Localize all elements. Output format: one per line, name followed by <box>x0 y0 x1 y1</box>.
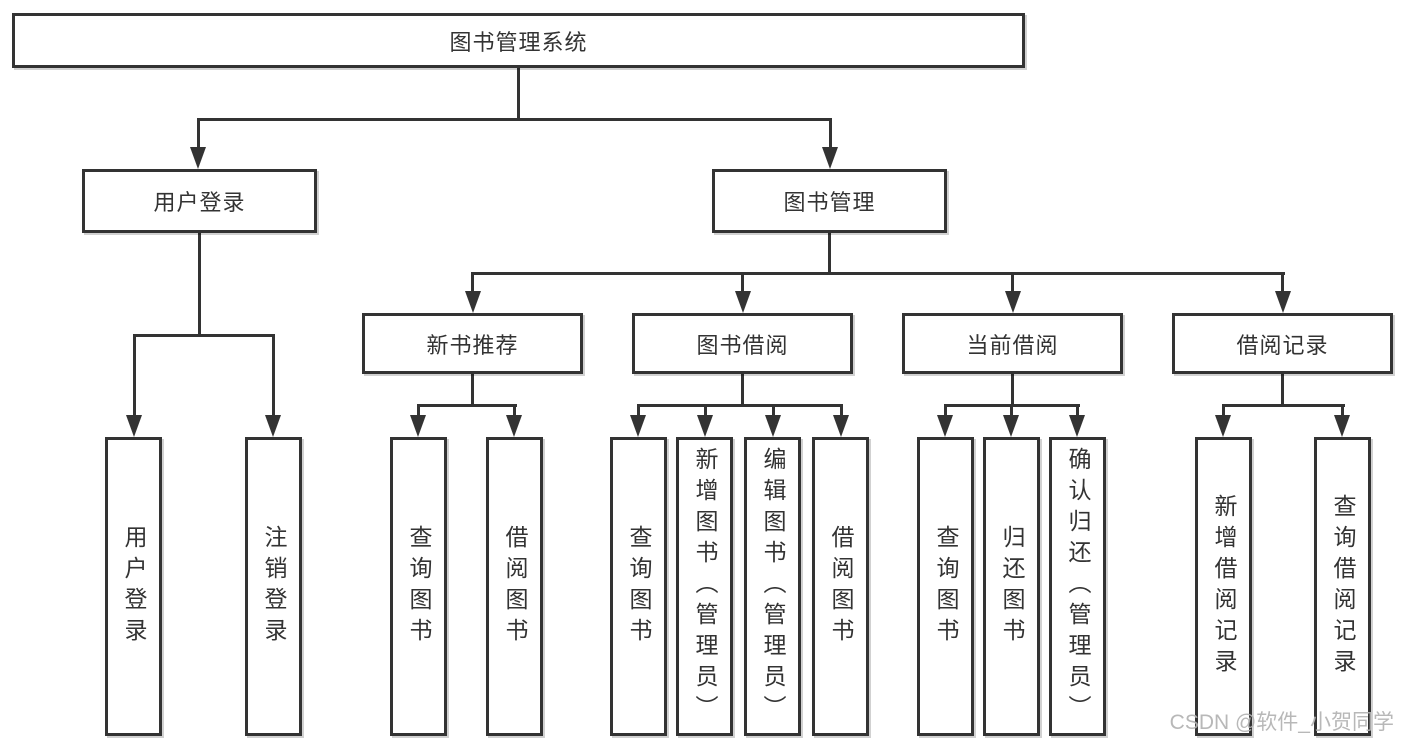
node-label: 编辑图书（管理员） <box>760 447 786 726</box>
node-label: 借阅图书 <box>502 524 528 649</box>
connector-book-borrowing-bus <box>637 404 843 407</box>
connector-drop-user-login <box>197 118 200 149</box>
connector-drop-borrow-books-recommend <box>513 404 516 417</box>
arrowhead-logout-action <box>265 415 281 437</box>
node-label: 查询图书 <box>406 524 432 649</box>
arrowhead-user-login-action <box>126 415 142 437</box>
node-book-borrowing: 图书借阅 <box>632 313 853 374</box>
connector-drop-add-borrow-record <box>1222 404 1225 417</box>
arrowhead-query-books-borrowing <box>630 415 646 437</box>
node-label: 注销登录 <box>261 524 287 649</box>
connector-book-management-bus <box>471 272 1285 275</box>
node-user-login: 用户登录 <box>82 169 317 233</box>
connector-drop-return-books <box>1010 404 1013 417</box>
arrowhead-edit-books-admin <box>765 415 781 437</box>
connector-drop-add-books-admin <box>704 404 707 417</box>
node-label: 图书管理系统 <box>449 29 588 55</box>
connector-drop-query-books-current <box>944 404 947 417</box>
arrowhead-user-login <box>190 147 206 169</box>
node-label: 用户登录 <box>153 190 246 215</box>
arrowhead-current-borrowing <box>1005 291 1021 313</box>
arrowhead-book-borrowing <box>735 291 751 313</box>
connector-drop-edit-books-admin <box>772 404 775 417</box>
arrowhead-query-books-current <box>937 415 953 437</box>
arrowhead-borrow-books-recommend <box>506 415 522 437</box>
node-label: 确认归还（管理员） <box>1065 447 1091 726</box>
connector-new-book-recommend-bus <box>417 404 517 407</box>
csdn-watermark: CSDN @软件_小贺同学 <box>1169 711 1394 734</box>
node-new-book-recommend: 新书推荐 <box>362 313 583 374</box>
node-return-books: 归还图书 <box>983 437 1040 736</box>
connector-borrowing-records-bus <box>1222 404 1345 407</box>
connector-borrowing-records-stem <box>1281 374 1284 406</box>
connector-drop-borrow-books-borrowing <box>840 404 843 417</box>
node-borrow-books-recommend: 借阅图书 <box>486 437 543 736</box>
node-query-books-current: 查询图书 <box>917 437 974 736</box>
connector-drop-query-books-recommend <box>417 404 420 417</box>
connector-root-bus <box>197 118 832 121</box>
node-label: 查询图书 <box>933 524 959 649</box>
node-label: 查询借阅记录 <box>1330 493 1356 680</box>
connector-drop-current-borrowing <box>1011 272 1014 293</box>
arrowhead-add-books-admin <box>697 415 713 437</box>
connector-drop-book-management <box>829 118 832 149</box>
node-label: 新书推荐 <box>426 332 519 358</box>
arrowhead-query-books-recommend <box>410 415 426 437</box>
connector-current-borrowing-stem <box>1011 374 1014 406</box>
node-label: 新增图书（管理员） <box>692 447 718 726</box>
connector-root-stem <box>517 68 520 120</box>
node-user-login-action: 用户登录 <box>105 437 162 736</box>
connector-drop-query-borrow-record <box>1341 404 1344 417</box>
node-confirm-return-admin: 确认归还（管理员） <box>1049 437 1106 736</box>
connector-drop-new-book-recommend <box>471 272 474 293</box>
connector-user-login-bus <box>133 334 275 337</box>
arrowhead-confirm-return-admin <box>1069 415 1085 437</box>
node-label: 图书借阅 <box>696 332 789 358</box>
connector-drop-logout-action <box>272 334 275 417</box>
node-label: 归还图书 <box>999 524 1025 649</box>
connector-drop-book-borrowing <box>741 272 744 293</box>
node-add-books-admin: 新增图书（管理员） <box>676 437 733 736</box>
arrowhead-book-management <box>822 147 838 169</box>
node-borrow-books-borrowing: 借阅图书 <box>812 437 869 736</box>
connector-book-borrowing-stem <box>741 374 744 406</box>
node-query-borrow-record: 查询借阅记录 <box>1314 437 1371 736</box>
node-label: 新增借阅记录 <box>1211 493 1237 680</box>
arrowhead-return-books <box>1003 415 1019 437</box>
connector-drop-user-login-action <box>133 334 136 417</box>
node-label: 查询图书 <box>626 524 652 649</box>
connector-book-management-stem <box>828 233 831 274</box>
node-current-borrowing: 当前借阅 <box>902 313 1123 374</box>
node-label: 图书管理 <box>783 190 876 215</box>
node-book-management: 图书管理 <box>712 169 947 233</box>
node-add-borrow-record: 新增借阅记录 <box>1195 437 1252 736</box>
node-query-books-recommend: 查询图书 <box>390 437 447 736</box>
connector-drop-borrowing-records <box>1281 272 1284 293</box>
connector-user-login-stem <box>198 233 201 336</box>
connector-drop-confirm-return-admin <box>1076 404 1079 417</box>
node-label: 用户登录 <box>121 524 147 649</box>
arrowhead-add-borrow-record <box>1215 415 1231 437</box>
node-label: 借阅图书 <box>828 524 854 649</box>
node-library-management-system: 图书管理系统 <box>12 13 1025 68</box>
node-logout-action: 注销登录 <box>245 437 302 736</box>
node-label: 借阅记录 <box>1236 332 1329 358</box>
arrowhead-borrow-books-borrowing <box>833 415 849 437</box>
connector-new-book-recommend-stem <box>471 374 474 406</box>
node-label: 当前借阅 <box>966 332 1059 358</box>
arrowhead-new-book-recommend <box>465 291 481 313</box>
node-borrowing-records: 借阅记录 <box>1172 313 1393 374</box>
connector-drop-query-books-borrowing <box>637 404 640 417</box>
node-query-books-borrowing: 查询图书 <box>610 437 667 736</box>
node-edit-books-admin: 编辑图书（管理员） <box>744 437 801 736</box>
arrowhead-borrowing-records <box>1275 291 1291 313</box>
arrowhead-query-borrow-record <box>1334 415 1350 437</box>
